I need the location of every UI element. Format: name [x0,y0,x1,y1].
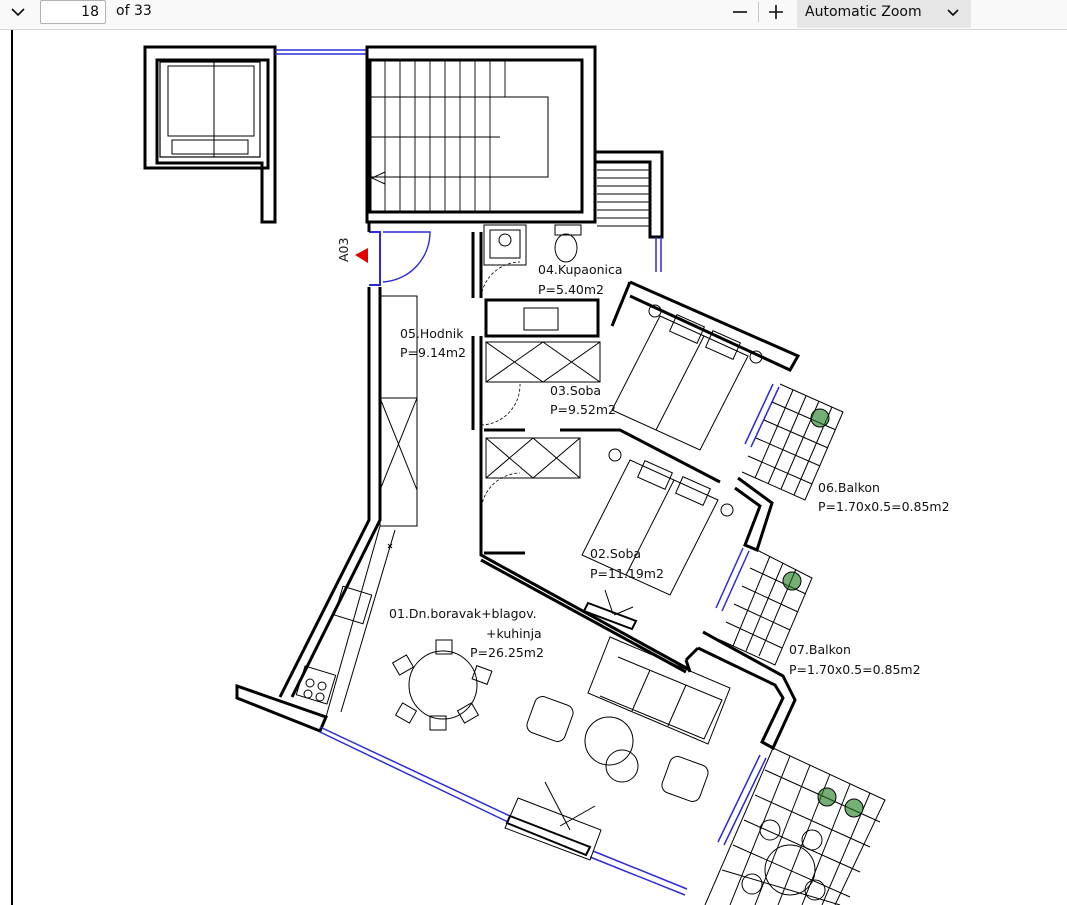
room-label-kupaonica: 04.Kupaonica P=5.40m2 [538,262,623,297]
room-label-balkon-07: 07.Balkon P=1.70x0.5=0.85m2 [789,642,921,677]
sidebar-toggle-button[interactable] [4,0,32,24]
room-label-hodnik: 05.Hodnik P=9.14m2 [400,326,466,360]
document-viewer[interactable]: A03 [0,30,1067,905]
wardrobe [485,341,601,479]
room-name: 07.Balkon [789,642,851,657]
room-area: P=5.40m2 [538,282,604,297]
zoom-select[interactable]: Automatic Zoom [797,0,971,28]
armchair [526,696,709,802]
double-bed [611,314,749,451]
stairwell [365,45,597,224]
window [319,237,780,896]
room-area: P=26.25m2 [470,645,544,660]
dining-set [391,639,493,731]
pdf-toolbar: of 33 Automatic Zoom [0,0,1067,30]
room-name: 06.Balkon [818,480,880,495]
double-bed [581,459,719,596]
room-name: 03.Soba [550,383,601,398]
window [275,49,367,55]
page-count: of 33 [116,3,152,19]
zoom-value: Automatic Zoom [805,4,922,20]
zoom-out-button[interactable] [728,0,752,24]
unit-marker: A03 [336,238,368,263]
unit-tag: A03 [336,238,351,262]
terrace [704,747,886,905]
chevron-down-icon [11,8,25,17]
balcony-07 [719,549,813,666]
door-swing [480,383,521,426]
floor-plan-drawing: A03 [11,30,950,905]
room-area: P=9.14m2 [400,345,466,360]
nightstand [608,304,763,517]
minus-icon [733,11,747,13]
door-swing [480,472,521,513]
room-name: 04.Kupaonica [538,262,623,277]
tv-unit [504,781,602,861]
page-number-input[interactable] [40,0,106,24]
room-area: P=11.19m2 [590,566,664,581]
kitchen-counter [295,525,396,718]
hallway-wardrobe [379,295,418,527]
elevator-shaft [143,45,277,224]
balcony-06 [741,383,844,501]
room-area: P=1.70x0.5=0.85m2 [818,499,950,514]
room-label-balkon-06: 06.Balkon P=1.70x0.5=0.85m2 [818,480,950,514]
room-label-soba-02: 02.Soba P=11.19m2 [590,546,664,581]
room-label-soba-03: 03.Soba P=9.52m2 [550,383,616,417]
door-swing [480,261,521,298]
room-name: 01.Dn.boravak+blagov. [389,606,537,621]
room-area: P=1.70x0.5=0.85m2 [789,662,921,677]
tv-unit [582,589,638,631]
coffee-table [584,716,639,783]
sofa [587,636,731,745]
interior-walls [484,428,721,555]
room-name: 05.Hodnik [400,326,464,341]
zoom-in-button[interactable] [764,0,788,24]
bathroom-fixtures [483,224,600,338]
chevron-down-icon [947,9,959,17]
plus-icon [769,5,783,19]
room-label-boravak: 01.Dn.boravak+blagov. +kuhinja P=26.25m2 [389,606,544,660]
entrance-door [369,231,431,286]
room-area: P=9.52m2 [550,402,616,417]
room-name: 02.Soba [590,546,641,561]
room-name-line2: +kuhinja [486,626,542,641]
side-stair [595,150,664,239]
toolbar-divider [758,2,759,22]
